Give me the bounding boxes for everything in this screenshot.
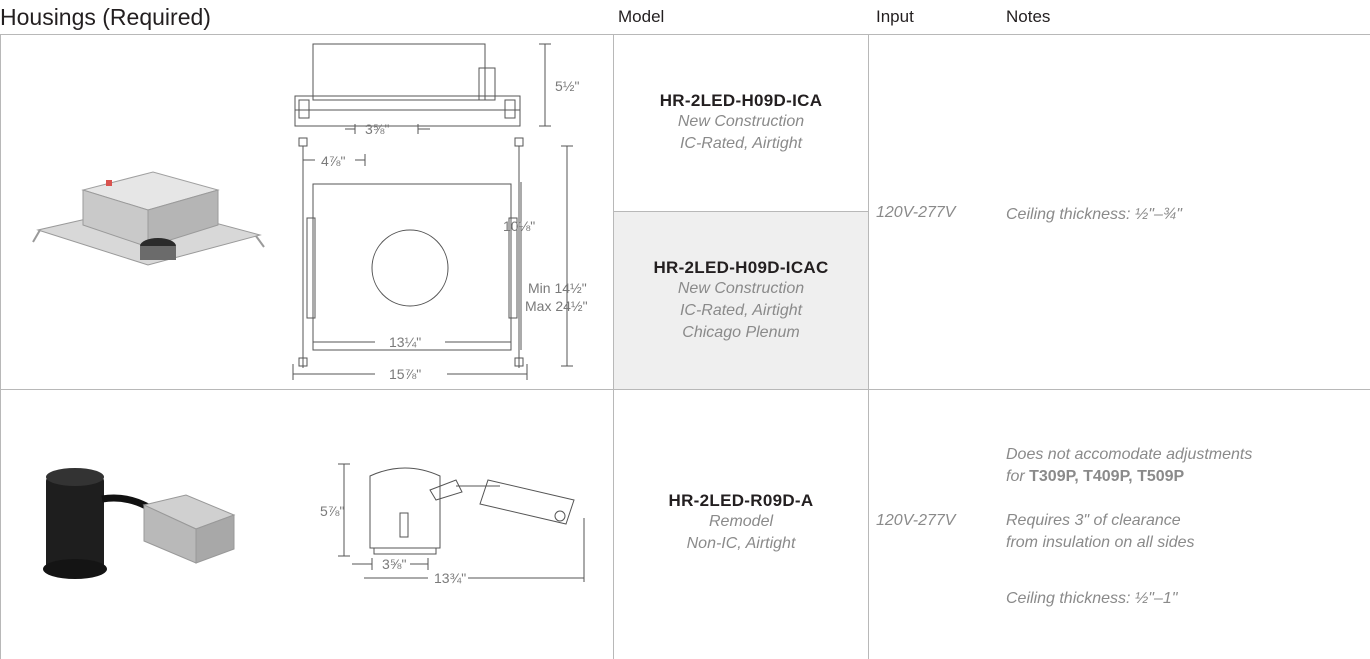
dim-span-min: Min 14½" — [528, 280, 587, 296]
model-cell-remodel: HR-2LED-R09D-A Remodel Non-IC, Airtight — [614, 390, 868, 655]
model-description-line: IC-Rated, Airtight — [679, 301, 803, 319]
table-top-rule — [0, 34, 1370, 35]
model-description-line: IC-Rated, Airtight — [679, 135, 803, 152]
column-header-model: Model — [618, 7, 665, 26]
housing-remodel-photo — [43, 468, 236, 579]
model-description-line: New Construction — [677, 279, 805, 297]
dim-height: 5½" — [555, 78, 579, 94]
note-ceiling-thickness: Ceiling thickness: ½"–1" — [1006, 590, 1178, 607]
note-adjustments: Does not accomodate adjustments for T309… — [1006, 444, 1252, 488]
model-cell-divider — [613, 211, 868, 212]
dim-offset: 4⅞" — [321, 153, 345, 169]
input-column-border — [868, 34, 869, 659]
model-name: HR-2LED-H09D-ICAC — [653, 257, 829, 277]
housing-new-construction-photo — [32, 171, 265, 266]
input-voltage: 120V-277V — [876, 512, 956, 529]
model-description-line: Non-IC, Airtight — [686, 534, 796, 552]
dim-span-max: Max 24½" — [525, 298, 588, 314]
column-header-notes: Notes — [1006, 7, 1051, 26]
housing-new-construction-dimension-drawing: 5½" 3⅝" 4⅞" 10⅛" Min 14½" Max 24½" 13¼" … — [292, 43, 588, 382]
column-header-input: Input — [876, 7, 914, 26]
note-line: Does not accomodate adjustments — [1006, 446, 1253, 463]
note-line: from insulation on all sides — [1006, 534, 1195, 551]
note-prefix: for — [1006, 468, 1030, 485]
row-divider — [0, 389, 1370, 390]
model-name: HR-2LED-R09D-A — [668, 490, 814, 510]
model-description-line: Remodel — [708, 512, 774, 530]
dim-outer-width: 15⅞" — [389, 366, 421, 382]
dim-front-width: 3⅝" — [365, 121, 389, 137]
dim-height: 5⅞" — [320, 503, 344, 519]
model-description-line: Chicago Plenum — [682, 323, 800, 341]
input-voltage: 120V-277V — [876, 204, 956, 221]
model-name: HR-2LED-H09D-ICA — [659, 91, 823, 110]
model-description-line: New Construction — [677, 113, 805, 130]
dim-opening: 10⅛" — [503, 218, 535, 234]
section-title: Housings (Required) — [0, 4, 211, 30]
model-cell-ica: HR-2LED-H09D-ICA New Construction IC-Rat… — [614, 35, 868, 211]
dim-inner-width: 13¼" — [389, 334, 421, 350]
note-ceiling-thickness: Ceiling thickness: ½"–¾" — [1006, 206, 1182, 223]
note-line: for T309P, T409P, T509P — [1006, 466, 1252, 488]
model-cell-shaded — [614, 212, 868, 389]
dim-front-width: 3⅝" — [382, 556, 406, 572]
note-clearance: Requires 3" of clearance from insulation… — [1006, 510, 1195, 554]
model-column-border — [613, 34, 614, 659]
housing-remodel-dimension-drawing: 5⅞" 3⅝" 13¾" — [320, 463, 585, 586]
note-line: Requires 3" of clearance — [1006, 512, 1181, 529]
note-trim-models: T309P, T409P, T509P — [1029, 468, 1185, 485]
table-left-border — [0, 34, 1, 659]
dim-length: 13¾" — [434, 570, 466, 586]
model-cell-icac: HR-2LED-H09D-ICAC New Construction IC-Ra… — [614, 212, 868, 389]
